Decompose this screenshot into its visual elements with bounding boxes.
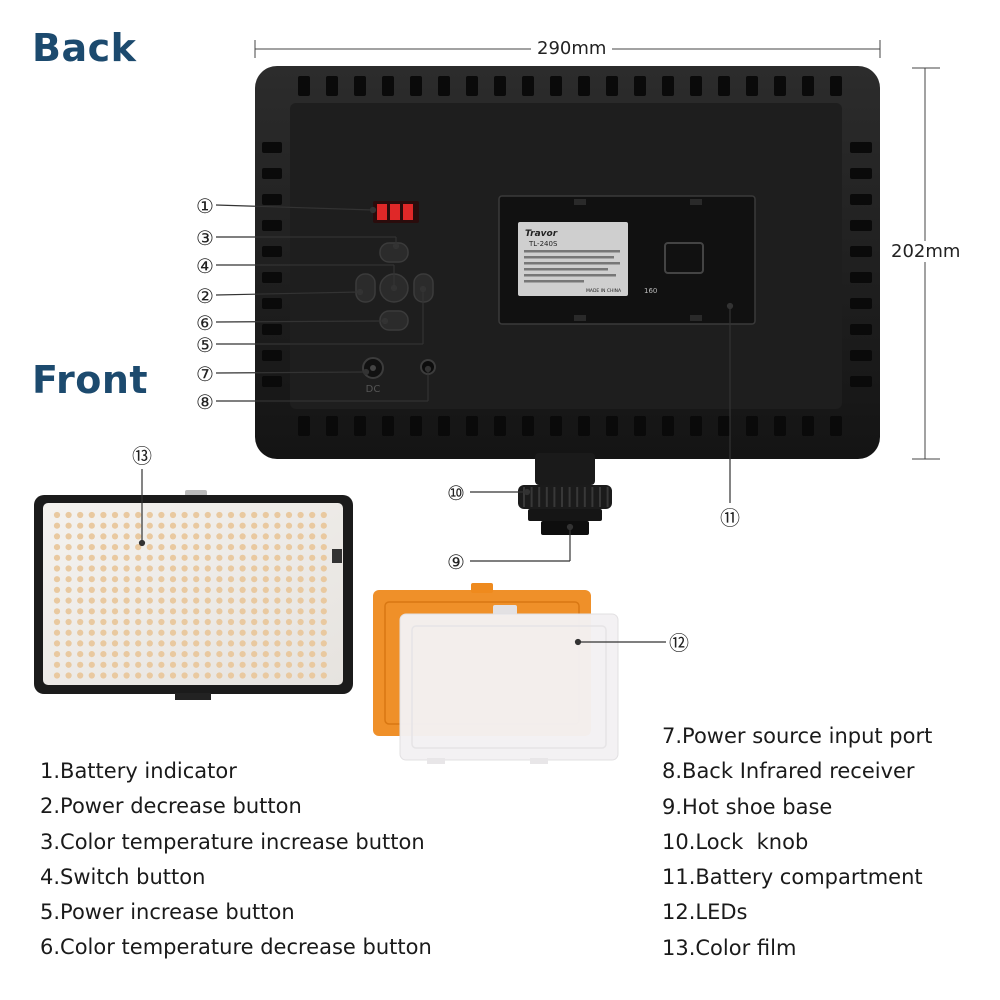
power-decrease-button[interactable] [355,273,376,303]
battery-compartment: Travor TL-240S MADE IN CHINA 160 [498,195,756,325]
battery-id-label: 160 [644,287,657,295]
width-dimension-label: 290mm [531,38,613,59]
dc-port-label: DC [366,384,381,395]
legend-item-9: 9.Hot shoe base [662,794,833,819]
battery-brand: Travor [525,229,558,239]
marker-8: ⑧ [196,390,214,414]
marker-13: ⑬ [132,444,152,468]
marker-2: ② [196,284,214,308]
legend-left: 1.Battery indicator 2.Power decrease but… [40,754,432,966]
color-temp-increase-button[interactable] [379,242,409,263]
legend-item-4: 4.Switch button [40,864,206,889]
legend-item-2: 2.Power decrease button [40,794,302,819]
legend-item-3: 3.Color temperature increase button [40,829,425,854]
marker-12: ⑫ [669,631,689,655]
legend-item-1: 1.Battery indicator [40,759,237,783]
marker-3: ③ [196,226,214,250]
height-dimension-label: 202mm [885,241,967,262]
front-heading: Front [32,358,149,402]
marker-4: ④ [196,254,214,278]
legend-item-10: 10.Lock knob [662,829,809,854]
marker-1: ① [196,194,214,218]
leader-lines [138,204,734,646]
marker-6: ⑥ [196,311,214,335]
marker-10: ⑩ [447,481,465,505]
marker-11: ⑪ [720,506,740,530]
legend-item-6: 6.Color temperature decrease button [40,935,432,960]
legend-item-5: 5.Power increase button [40,900,295,925]
legend-item-12: 12.LEDs [662,900,748,925]
legend-item-11: 11.Battery compartment [662,865,923,890]
marker-9: ⑨ [447,550,465,574]
battery-model: TL-240S [528,240,558,248]
back-heading: Back [32,26,137,70]
front-led-panel [34,490,353,700]
callout-markers: ① ③ ④ ② ⑥ ⑤ ⑦ ⑧ ⑩ ⑨ ⑪ ⑫ ⑬ [132,194,740,655]
marker-5: ⑤ [196,333,214,357]
legend-item-8: 8.Back Infrared receiver [662,759,915,784]
marker-7: ⑦ [196,362,214,386]
battery-indicator [373,201,419,223]
height-dimension-line [912,67,940,460]
legend-item-7: 7.Power source input port [662,724,933,748]
white-diffuser-film [399,605,619,764]
battery-made-label: MADE IN CHINA [586,288,622,294]
hot-shoe-mount [518,453,612,535]
legend-right: 7.Power source input port 8.Back Infrare… [662,719,932,966]
legend-item-13: 13.Color film [662,935,797,960]
